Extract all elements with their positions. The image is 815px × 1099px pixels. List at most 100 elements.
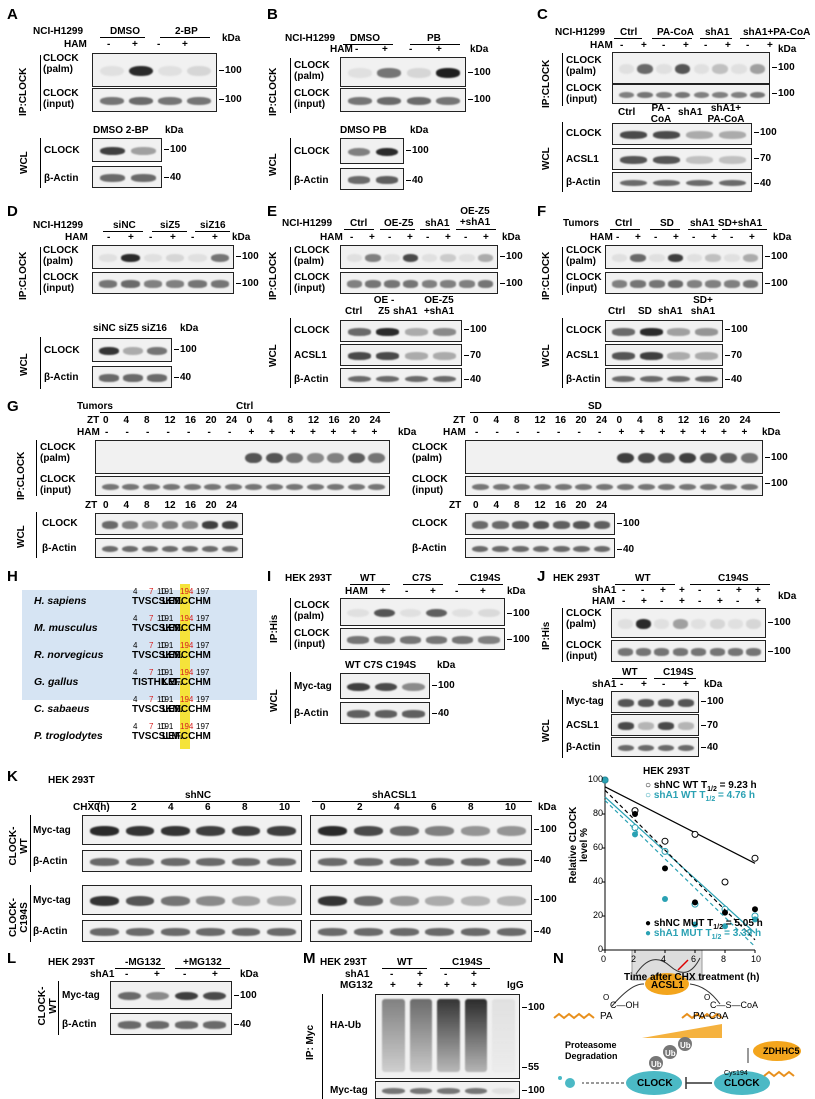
clock-label: CLOCK [637,1078,673,1089]
wcl-label: WCL [268,344,279,367]
band [636,619,652,629]
sign: + [683,679,689,690]
sequence-left: TVSCSKM [132,596,181,607]
band [163,483,181,491]
blot-palm [611,608,766,638]
band [617,699,635,707]
position: 191 [160,695,174,704]
band [731,63,747,75]
data-point [632,811,638,817]
position: 197 [196,614,210,623]
band [196,826,226,836]
band [141,521,159,529]
time-value: 6 [205,802,211,813]
sequence-gap: ...... [166,677,183,688]
sequence-right: LEFCCHM [162,677,211,688]
divider [115,968,165,969]
sequence-right: LEFCCHM [162,623,211,634]
y-axis-label: Relative CLOCK level % [568,806,590,884]
divider [290,672,291,724]
ham-label: HAM [590,232,613,243]
blot-label: CLOCK (input) [43,88,79,110]
band [724,254,740,262]
legend-text: shA1 WT T [653,790,706,801]
time-value: 10 [279,802,291,813]
band [694,328,718,336]
kda-label: kDa [165,125,184,136]
divider [440,968,490,969]
group-label: C194S [452,957,483,968]
band [377,97,402,105]
data-point [691,830,699,838]
band [399,636,422,644]
band [347,328,371,336]
marker-tick [522,1090,527,1091]
sign: - [654,232,658,243]
data-point [722,909,728,916]
band [705,254,721,262]
wcl-label: WCL [268,153,279,176]
band [382,1088,405,1094]
divider [290,138,291,190]
marker-tick [500,283,505,284]
band [375,176,399,184]
band [720,483,738,491]
kda-label: kDa [762,427,781,438]
blot-label: CLOCK (palm) [566,608,602,630]
pacoa-label: PA-CoA [693,1011,729,1022]
marker-tick [174,349,179,350]
kda-marker: 40 [438,708,450,719]
blot-wt-shnc-myc [82,815,302,845]
band [436,97,461,105]
blot-wt-sha1-myc [310,815,532,845]
position: 7 [149,614,154,623]
group-label: Ctrl [236,401,254,412]
band [99,97,124,105]
band [125,858,155,866]
kda-marker: 100 [474,94,491,105]
ham-label: HAM [64,39,87,50]
kda-marker: 100 [474,67,491,78]
position: 7 [149,587,154,596]
band [425,636,448,644]
sign: + [480,586,486,597]
band [667,328,691,336]
position: 194 [180,722,194,731]
band [654,648,670,656]
group-label: Ctrl [350,218,368,229]
blot-wcl-actin [92,166,162,188]
marker-tick [754,132,759,133]
band [685,179,714,187]
position: 10 [157,668,166,677]
y-tick-label: 60 [592,842,603,852]
position: 4 [133,587,138,596]
blot-label: CLOCK [566,325,602,336]
kda-marker: 100 [778,88,795,99]
sign: - [475,427,479,438]
kda-marker: 40 [760,178,772,189]
group-label: shACSL1 [372,790,417,801]
legend-subscript: 1/2 [711,934,722,941]
zt-value: 4 [267,415,273,426]
ip-label: IP:His [541,621,552,650]
divider [562,608,563,662]
divider [688,229,718,230]
cell-line: NCI-H1299 [285,33,336,44]
divider [344,229,374,230]
band [125,826,155,836]
divider [456,229,496,230]
marker-tick [522,1007,527,1008]
blot-label: β-Actin [566,742,601,753]
legend-marker: ○ [645,780,654,791]
blot-label: Myc-tag [566,696,604,707]
band [616,483,634,491]
band [471,483,489,491]
band [630,254,646,262]
sign: + [483,232,489,243]
band [720,452,738,464]
band [347,483,365,491]
band [266,858,296,866]
band [141,545,159,553]
blot-label: β-Actin [44,173,79,184]
band [657,722,675,730]
